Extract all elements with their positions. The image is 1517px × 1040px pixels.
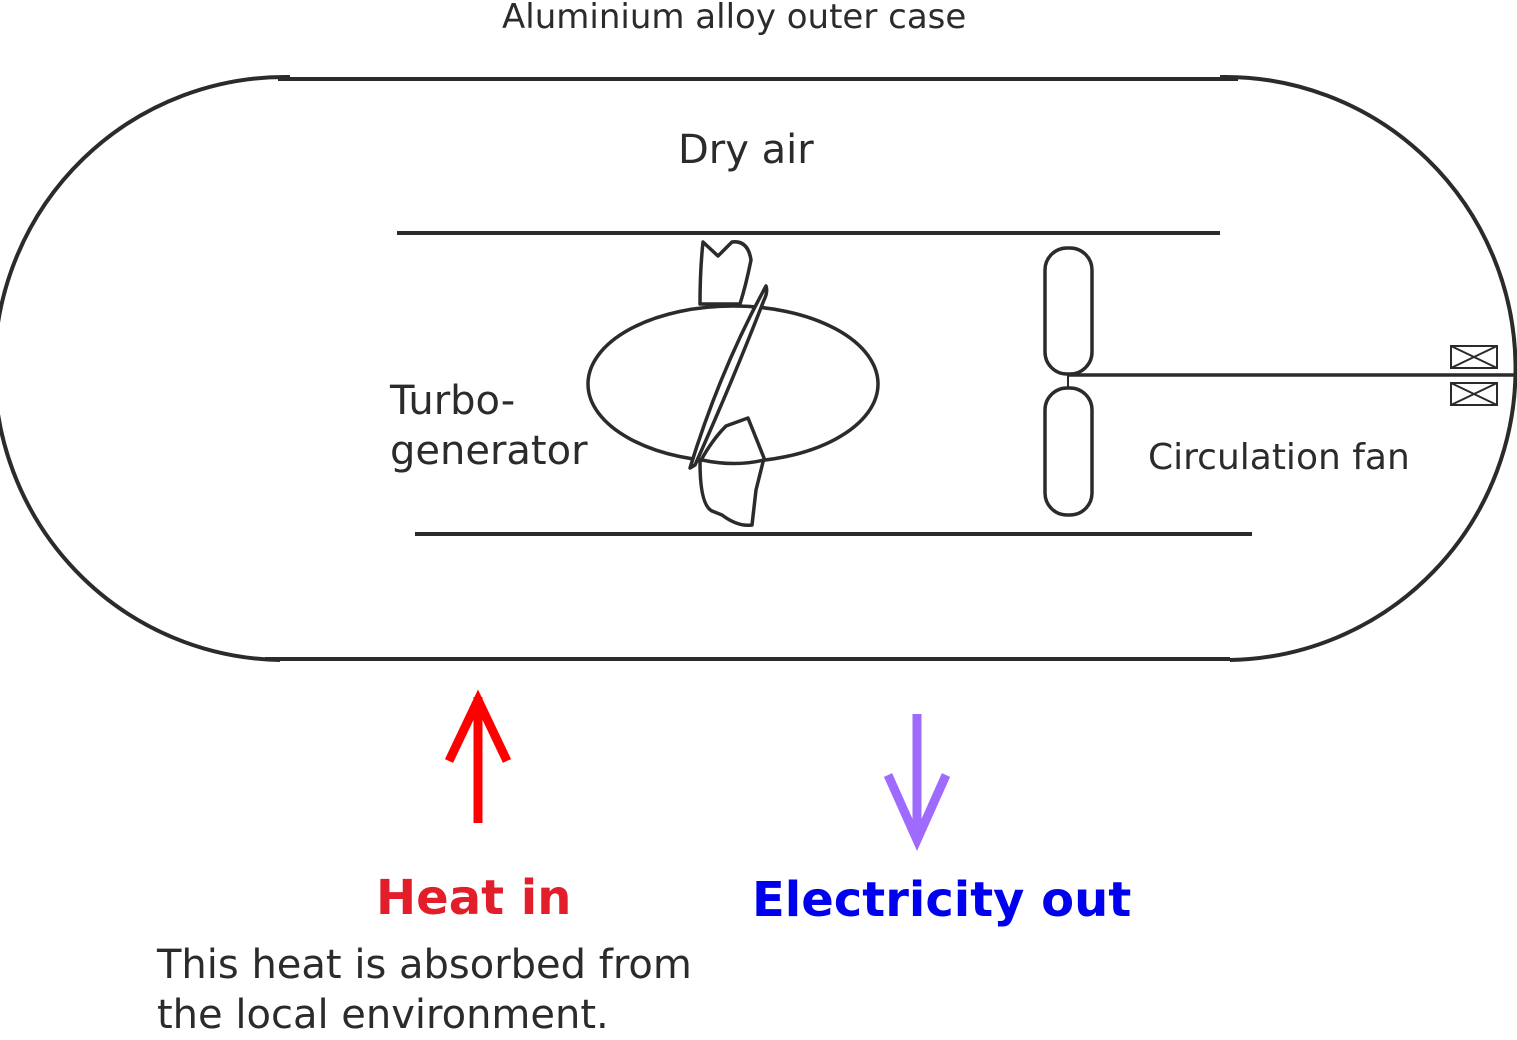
heat-in-arrow <box>444 689 512 823</box>
heat-arrow-head <box>444 689 512 763</box>
turbo-generator-label: Turbo- generator <box>390 376 588 476</box>
heat-note-line1: This heat is absorbed from <box>157 942 692 988</box>
fan-lower-blade <box>1043 386 1094 517</box>
electricity-out-label: Electricity out <box>752 872 1132 928</box>
turbo-generator <box>586 240 880 528</box>
heat-note-line2: the local environment. <box>157 992 609 1038</box>
inner-duct <box>397 231 1252 536</box>
turbine-blade-tip-line <box>701 458 765 466</box>
bearing-upper <box>1450 345 1498 369</box>
outer-case-right-end <box>1219 74 1517 662</box>
bearing-lower <box>1450 382 1498 406</box>
outer-case-left-end <box>0 74 291 662</box>
turbo-generator-label-line2: generator <box>390 428 588 474</box>
turbo-generator-label-line1: Turbo- <box>390 378 516 424</box>
turbine-lower-blade <box>698 416 766 528</box>
turbine-upper-blade <box>698 240 753 306</box>
heat-note: This heat is absorbed from the local env… <box>157 940 692 1040</box>
shaft-bearings <box>1450 345 1498 406</box>
circulation-fan-label: Circulation fan <box>1148 437 1410 478</box>
turbine-diagonal-blade <box>688 284 769 470</box>
outer-case-label: Aluminium alloy outer case <box>502 0 967 37</box>
fan-upper-blade <box>1043 246 1094 376</box>
heat-in-label: Heat in <box>376 870 572 926</box>
outer-case <box>0 74 1517 662</box>
dry-air-label: Dry air <box>678 127 814 173</box>
circulation-fan <box>1043 246 1517 517</box>
electricity-out-arrow <box>883 714 951 852</box>
electricity-arrow-head <box>883 773 951 852</box>
